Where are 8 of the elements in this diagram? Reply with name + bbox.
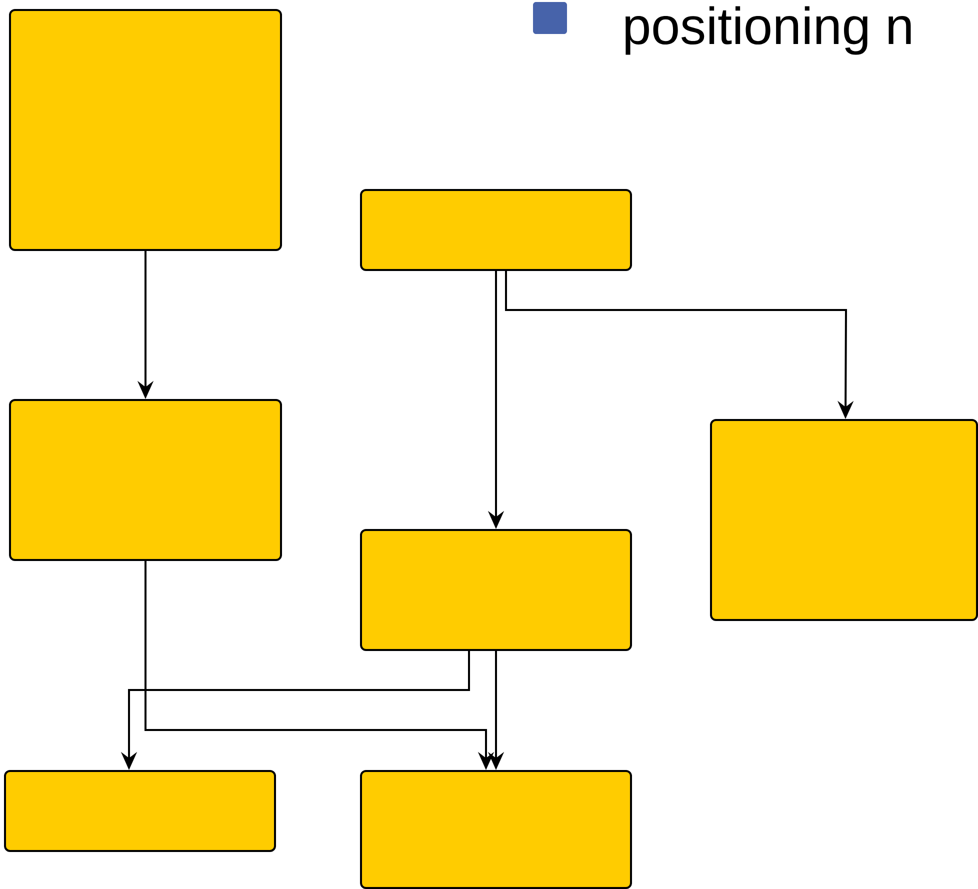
heading-text: positioning n bbox=[626, 6, 911, 55]
process-box bbox=[9, 9, 282, 251]
process-box bbox=[360, 528, 632, 651]
process-box bbox=[9, 398, 282, 561]
process-box bbox=[360, 188, 632, 271]
process-box bbox=[4, 770, 276, 852]
process-box bbox=[360, 770, 632, 889]
process-box bbox=[710, 418, 978, 621]
